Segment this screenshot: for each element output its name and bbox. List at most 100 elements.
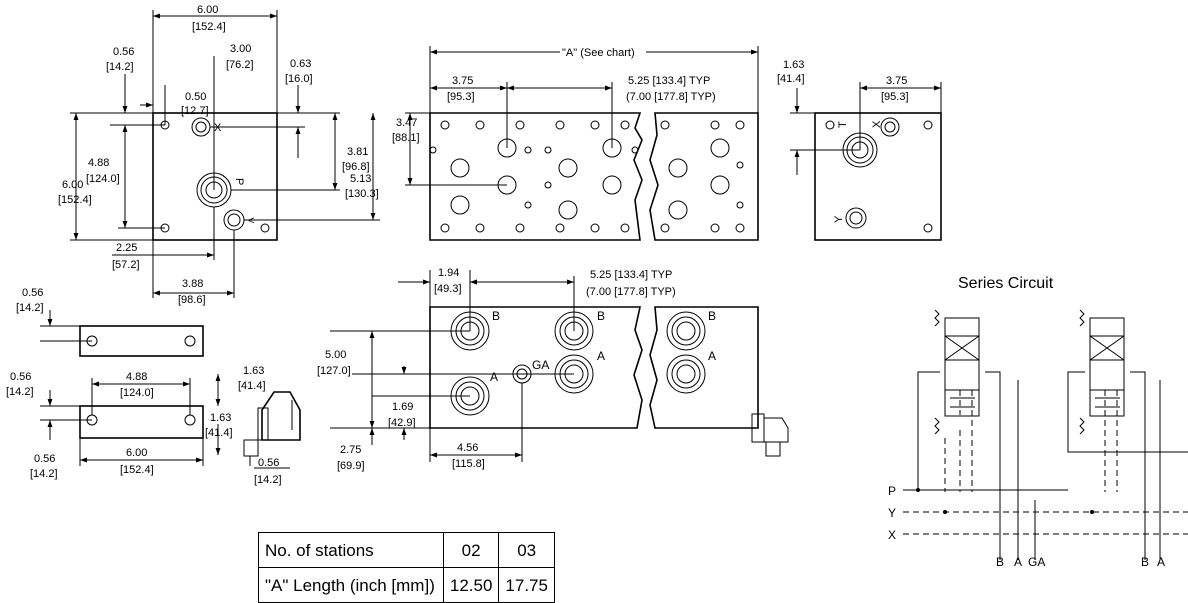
- dim-98.6: [98.6]: [178, 294, 206, 306]
- foot-bar-top-view: 0.56 [14.2]: [16, 287, 204, 357]
- port-t-label: T: [837, 121, 849, 128]
- a-length-label: "A" Length (inch [mm]): [258, 567, 444, 603]
- dim-88.1: [88.1]: [392, 132, 420, 144]
- dim-57.2: [57.2]: [112, 259, 140, 271]
- dim-0.56-b: 0.56: [10, 371, 31, 383]
- dim-4.88: 4.88: [88, 157, 109, 169]
- dim-41.4-b: [41.4]: [205, 427, 233, 439]
- port-a-label-3: A: [708, 349, 716, 363]
- port-x-label-right: X: [871, 120, 883, 128]
- dim-127.0: [127.0]: [317, 365, 351, 377]
- dim-130.3: [130.3]: [345, 188, 379, 200]
- series-circuit-title: Series Circuit: [958, 275, 1054, 292]
- circuit-bottom-label-a2: A: [1157, 555, 1165, 569]
- dim-4.56: 4.56: [457, 442, 478, 454]
- dim-1.69: 1.69: [392, 401, 413, 413]
- dim-5.25-typ-top: 5.25 [133.4] TYP: [628, 75, 710, 87]
- dim-14.2-a: [14.2]: [16, 302, 44, 314]
- stations-table: No. of stations 02 03 "A" Length (inch […: [258, 532, 555, 603]
- stations-table-row: "A" Length (inch [mm]) 12.50 17.75: [258, 567, 555, 603]
- port-b-label-1: B: [492, 309, 500, 323]
- port-b-label-2: B: [597, 309, 605, 323]
- dim-3.47: 3.47: [396, 117, 417, 129]
- hydraulic-manifold-drawing: X P < 6.00 [152.4] 3.00 [76.2] 0.56 [14.…: [6, 4, 1188, 569]
- dim-0.56-d: 0.56: [258, 457, 279, 469]
- dim-95.3-top: [95.3]: [447, 91, 475, 103]
- dim-1.94: 1.94: [438, 267, 459, 279]
- stations-col-02: 02: [442, 532, 500, 568]
- port-b-label-3: B: [708, 309, 716, 323]
- dim-124.0: [124.0]: [86, 173, 120, 185]
- foot-bar-front-view: 4.88 [124.0] 6.00 [152.4] 0.56 [14.2] 0.…: [6, 371, 204, 480]
- dim-1.63-b: 1.63: [210, 412, 231, 424]
- dim-5.13: 5.13: [350, 173, 371, 185]
- end-view-right: X T Y 1.63 [41.4] 3.75 [95.3]: [777, 59, 942, 241]
- dim-6.00-b: 6.00: [126, 447, 147, 459]
- top-view-center: "A" (See chart) 3.75 [95.3] 5.25 [133.4]…: [392, 45, 759, 241]
- stations-header-label: No. of stations: [258, 532, 444, 568]
- dim-1.63-a: 1.63: [243, 365, 264, 377]
- dim-3.00: 3.00: [230, 43, 251, 55]
- stations-table-header-row: No. of stations 02 03: [258, 532, 555, 568]
- a-length-02: 12.50: [442, 567, 500, 603]
- foot-bracket-side: 1.63 [41.4] 1.63 [41.4] 0.56 [14.2]: [205, 365, 301, 486]
- dim-7.00-typ-side: (7.00 [177.8] TYP): [586, 286, 676, 298]
- dim-12.7: [12.7]: [181, 105, 209, 117]
- dim-0.56-c: 0.56: [34, 453, 55, 465]
- dim-0.63: 0.63: [290, 58, 311, 70]
- dim-3.75-right: 3.75: [886, 75, 907, 87]
- end-view-left: X P < 6.00 [152.4] 3.00 [76.2] 0.56 [14.…: [58, 4, 380, 306]
- dim-124.0-b: [124.0]: [120, 387, 154, 399]
- dim-76.2: [76.2]: [226, 59, 254, 71]
- dim-1.63-top: 1.63: [783, 59, 804, 71]
- circuit-bottom-label-b2: B: [1141, 555, 1149, 569]
- dim-7.00-typ-top: (7.00 [177.8] TYP): [626, 91, 716, 103]
- dim-2.75: 2.75: [340, 444, 361, 456]
- dim-4.88-b: 4.88: [126, 371, 147, 383]
- dim-0.56-a: 0.56: [22, 287, 43, 299]
- dim-3.81: 3.81: [347, 146, 368, 158]
- dim-152.4-b: [152.4]: [120, 464, 154, 476]
- port-a-label-2: A: [597, 349, 605, 363]
- dim-5.25-typ-side: 5.25 [133.4] TYP: [590, 269, 672, 281]
- dim-42.9: [42.9]: [388, 417, 416, 429]
- circuit-bottom-label-a1: A: [1014, 555, 1022, 569]
- dim-41.4-top: [41.4]: [777, 73, 805, 85]
- dim-152.4-left: [152.4]: [58, 194, 92, 206]
- dim-16.0: [16.0]: [285, 73, 313, 85]
- circuit-line-x: X: [888, 528, 896, 542]
- dim-6.00: 6.00: [197, 4, 218, 16]
- dim-49.3: [49.3]: [434, 283, 462, 295]
- circuit-line-y: Y: [888, 506, 896, 520]
- dim-0.50: 0.50: [185, 91, 206, 103]
- series-circuit-schematic: Series Circuit: [888, 275, 1188, 569]
- dim-0.56: 0.56: [113, 46, 134, 58]
- dim-152.4: [152.4]: [192, 21, 226, 33]
- dim-3.75-top: 3.75: [452, 75, 473, 87]
- circuit-bottom-label-b1: B: [996, 555, 1004, 569]
- circuit-bottom-label-ga: GA: [1028, 555, 1045, 569]
- dim-5.00: 5.00: [325, 349, 346, 361]
- stations-col-03: 03: [498, 532, 555, 568]
- dim-2.25: 2.25: [116, 242, 137, 254]
- dim-69.9: [69.9]: [337, 460, 365, 472]
- dim-115.8: [115.8]: [452, 458, 485, 470]
- side-view-center: B B B A A A GA 1.94 [49.3] 5.25 [133.4] …: [317, 267, 789, 472]
- dim-95.3-right: [95.3]: [881, 91, 909, 103]
- a-length-03: 17.75: [498, 567, 555, 603]
- dim-6.00-left: 6.00: [62, 179, 83, 191]
- port-p-label-rotated: P: [233, 178, 245, 185]
- port-x-label: X: [214, 122, 222, 134]
- dim-14.2-d: [14.2]: [254, 474, 282, 486]
- dim-14.2-c: [14.2]: [30, 468, 58, 480]
- dim-3.88: 3.88: [182, 278, 203, 290]
- dim-96.8: [96.8]: [342, 161, 370, 173]
- port-ga-label: GA: [532, 358, 549, 372]
- dim-14.2: [14.2]: [106, 61, 134, 73]
- dim-a-see-chart: "A" (See chart): [562, 47, 635, 59]
- port-y-label: <: [248, 215, 254, 227]
- dim-14.2-b: [14.2]: [6, 386, 34, 398]
- dim-41.4-a: [41.4]: [238, 380, 266, 392]
- port-y-label-right: Y: [833, 215, 845, 223]
- port-a-label-1: A: [490, 370, 498, 384]
